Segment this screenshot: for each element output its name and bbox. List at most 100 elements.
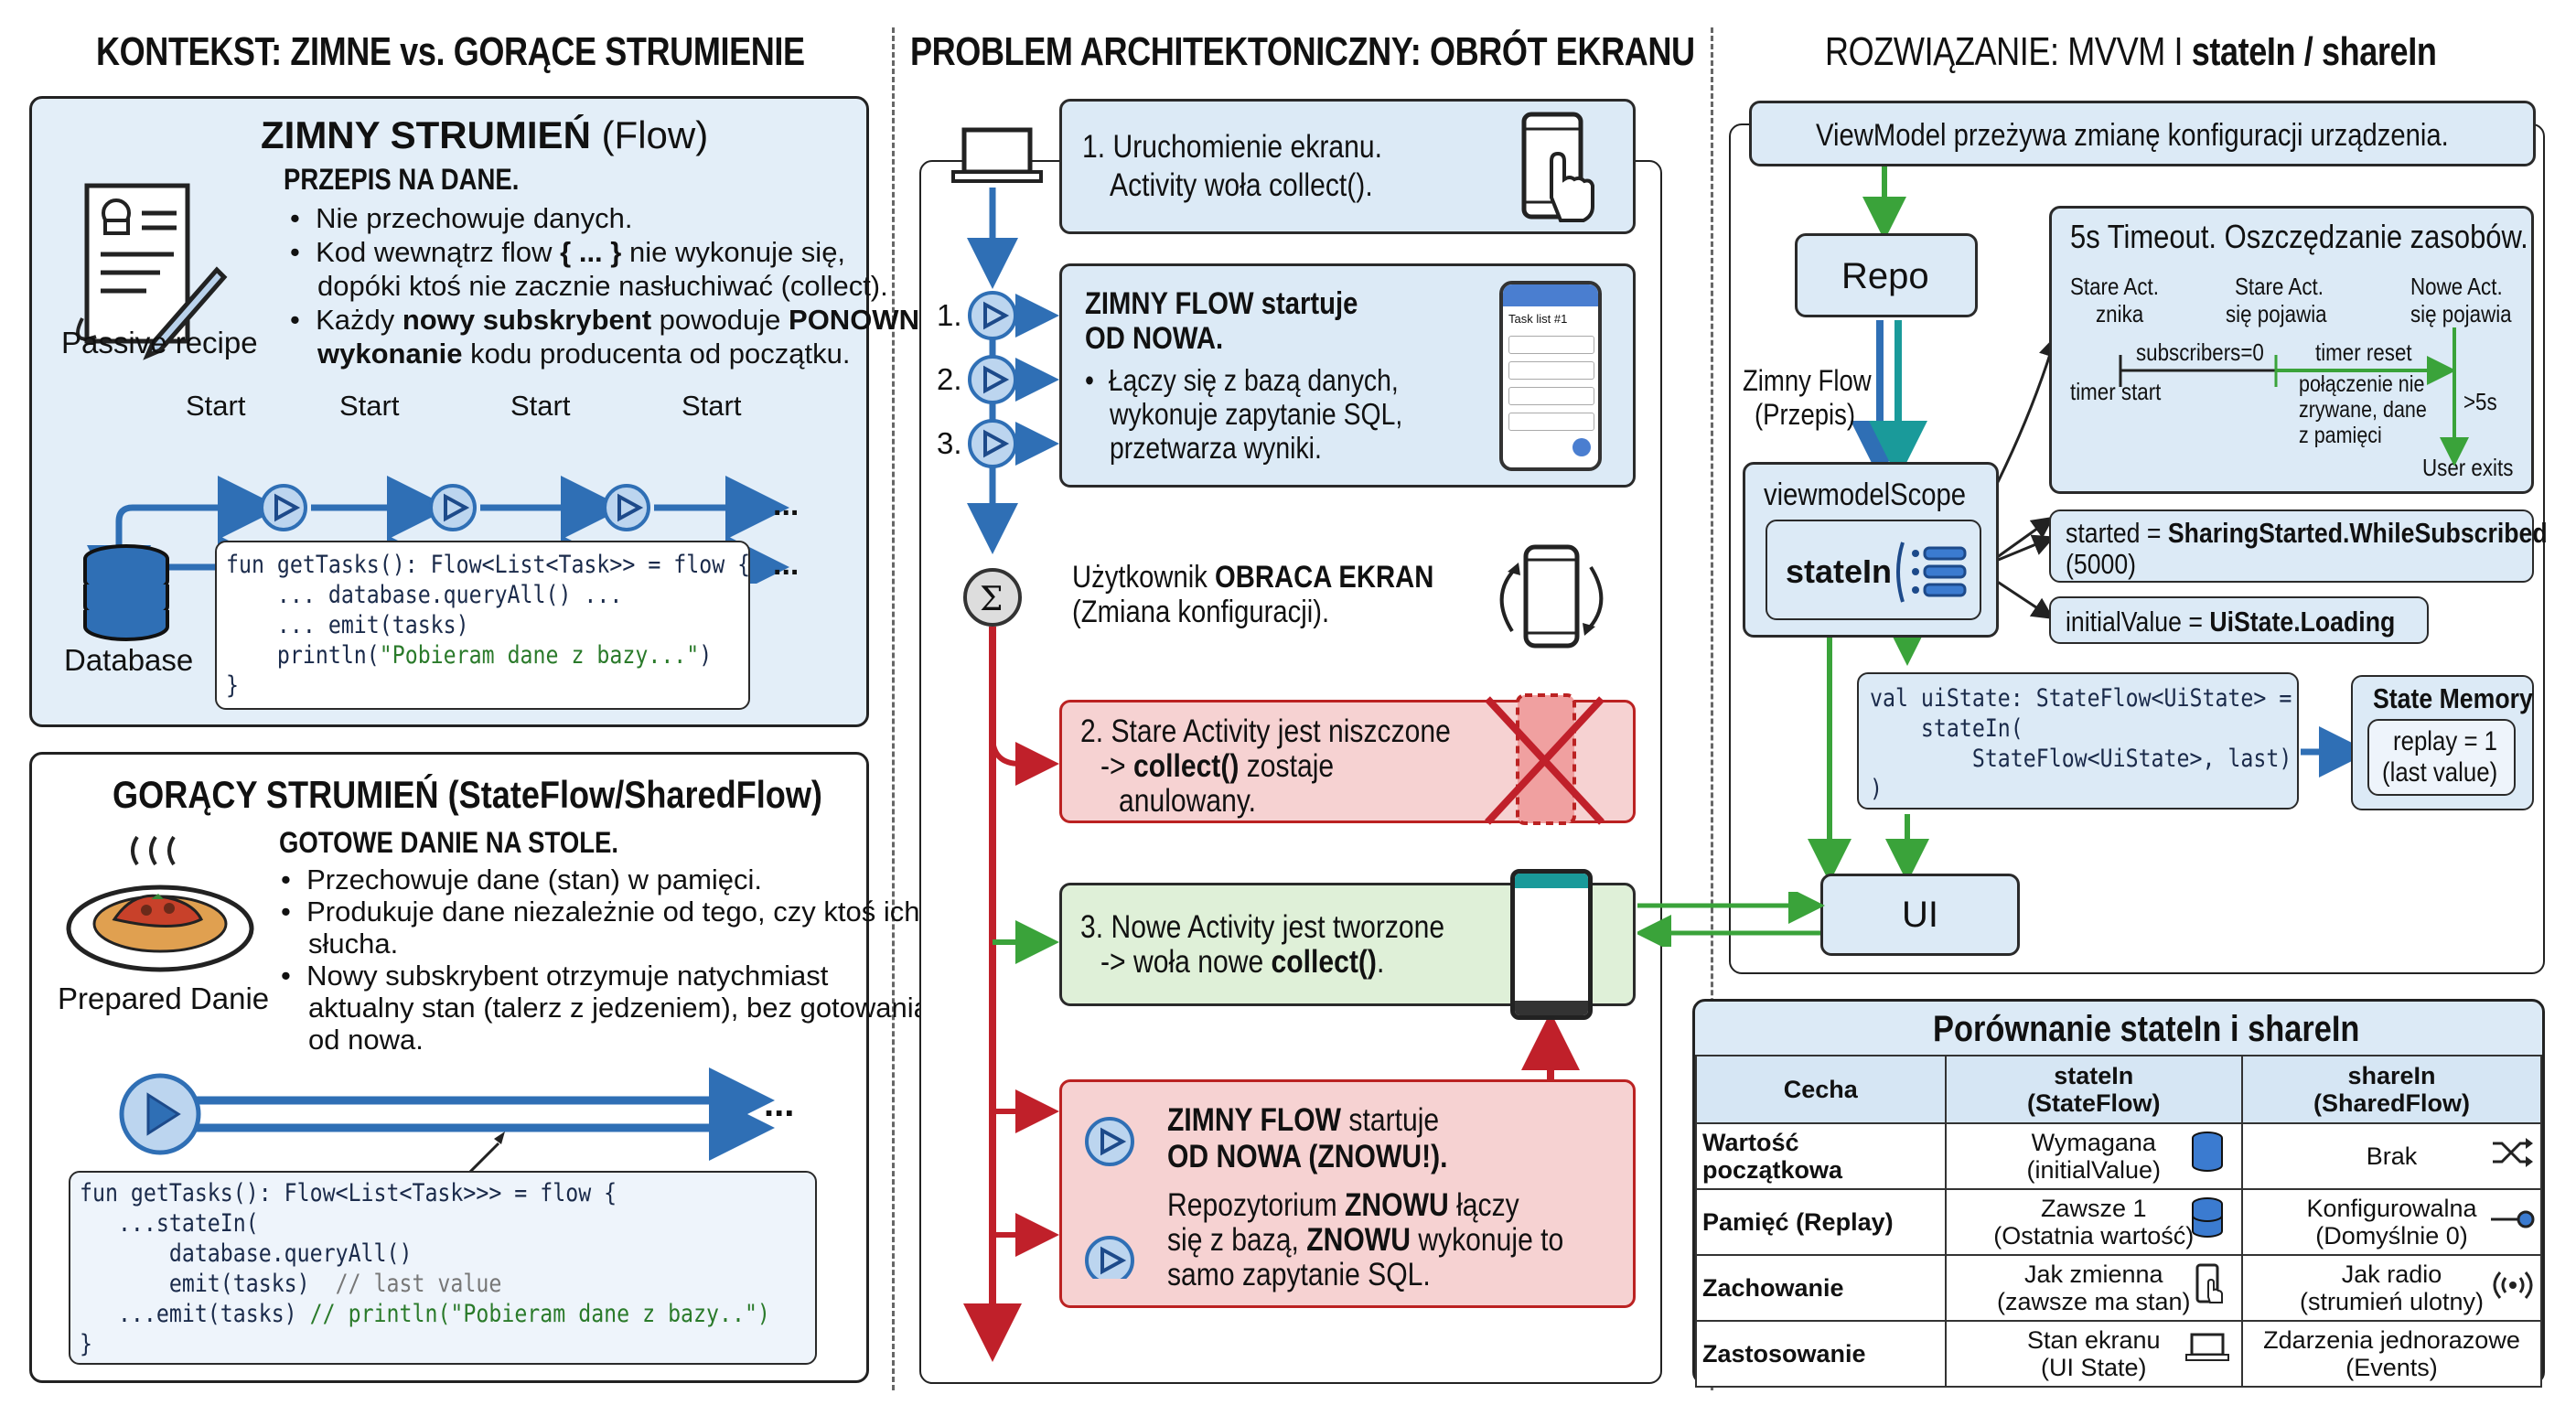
- key-icon: [2491, 1210, 2535, 1228]
- column-divider-2: [1711, 27, 1713, 1390]
- hot-bullet-2: • Produkuje dane niezależnie od tego, cz…: [281, 896, 920, 928]
- database-small-icon: [2192, 1132, 2223, 1172]
- table-row: Zachowanie Jak zmienna(zawsze ma stan) J…: [1695, 1254, 2542, 1322]
- step-3-line-1: 3. Nowe Activity jest tworzone: [1080, 909, 1445, 945]
- recipe-icon: [76, 183, 228, 360]
- hot-code-line-1: fun getTasks(): Flow<List<Task>>> = flow…: [80, 1179, 617, 1207]
- step-3-line-2: -> woła nowe collect().: [1100, 944, 1385, 980]
- start-label-2: Start: [339, 390, 400, 422]
- step-2-line-3: anulowany.: [1119, 783, 1257, 819]
- table-row: Zastosowanie Stan ekranu(UI State) Zdarz…: [1695, 1320, 2542, 1388]
- phone-touch-icon: [1521, 112, 1594, 222]
- table-row: Wartość początkowa Wymagana(initialValue…: [1695, 1122, 2542, 1190]
- cold-flow-box: ZIMNY FLOW startuje OD NOWA. • Łączy się…: [1059, 263, 1636, 488]
- timeout-box: 5s Timeout. Oszczędzanie zasobów. Stare …: [2049, 206, 2534, 494]
- middle-column-title: PROBLEM ARCHITEKTONICZNY: OBRÓT EKRANU: [910, 29, 1695, 74]
- shuffle-icon: [2493, 1138, 2533, 1167]
- step-3-new-activity-box: 3. Nowe Activity jest tworzone -> woła n…: [1059, 869, 1636, 1020]
- cold-flow-bullet-2: wykonuje zapytanie SQL,: [1110, 397, 1403, 431]
- timer-start-label: timer start: [2070, 378, 2162, 405]
- cold-flow-title-2: OD NOWA.: [1085, 321, 1224, 356]
- started-line-1: started = SharingStarted.WhileSubscribed: [2066, 517, 2548, 549]
- start-label-3: Start: [510, 390, 571, 422]
- old-act-label-4: się pojawia: [2226, 300, 2327, 327]
- statein-label: stateIn: [1786, 552, 1893, 590]
- cold-code-line-3: ... emit(tasks): [226, 611, 469, 639]
- again-line-2: OD NOWA (ZNOWU!).: [1167, 1139, 1448, 1174]
- hot-code-line-3: database.queryAll(): [80, 1239, 413, 1268]
- cold-flow-bullet-1: • Łączy się z bazą danych,: [1085, 363, 1399, 397]
- again-line-5: samo zapytanie SQL.: [1167, 1257, 1431, 1292]
- cold-code-line-4: println("Pobieram dane z bazy..."): [226, 641, 713, 670]
- hot-code-line-5: ...emit(tasks) // println("Pobieram dane…: [80, 1300, 770, 1328]
- ui-label: UI: [1902, 895, 1938, 935]
- ui-state-code-line-4: ): [1870, 775, 1883, 803]
- cold-flow-bullet-3: przetwarza wyniki.: [1110, 431, 1322, 465]
- hot-code-box: fun getTasks(): Flow<List<Task>>> = flow…: [69, 1171, 817, 1365]
- hot-bullet-3c: od nowa.: [308, 1024, 424, 1056]
- hot-ellipsis: ...: [764, 1084, 795, 1124]
- step-1-line-1: 1. Uruchomienie ekranu.: [1082, 129, 1382, 165]
- cold-bullet-2: • Kod wewnątrz flow { ... } nie wykonuje…: [290, 236, 846, 268]
- cold-flow-label-1: Zimny Flow: [1743, 364, 1872, 397]
- comparison-panel: Porównanie stateIn i shareIn Cecha state…: [1692, 999, 2545, 1388]
- cold-flow-again-box: ZIMNY FLOW startuje OD NOWA (ZNOWU!). Re…: [1059, 1079, 1636, 1308]
- cold-stream-title: ZIMNY STRUMIEŃ (Flow): [261, 113, 709, 156]
- hot-bullet-3b: aktualny stan (talerz z jedzeniem), bez …: [308, 992, 929, 1024]
- statein-box: stateIn: [1766, 520, 1981, 620]
- step-2-line-2: -> collect() zostaje: [1100, 748, 1335, 784]
- cold-code-line-2: ... database.queryAll() ...: [226, 581, 623, 609]
- header-feature: Cecha: [1695, 1055, 1947, 1124]
- ellipsis-1: ...: [773, 488, 800, 522]
- replay-box: replay = 1 (last value): [2367, 719, 2516, 796]
- comparison-header-row: Cecha stateIn(StateFlow) shareIn(SharedF…: [1695, 1055, 2542, 1124]
- replay-line-2: (last value): [2382, 757, 2498, 788]
- hot-subtitle: GOTOWE DANIE NA STOLE.: [279, 826, 619, 859]
- laptop-small-icon: [2185, 1333, 2229, 1361]
- table-row: Pamięć (Replay) Zawsze 1(Ostatnia wartoś…: [1695, 1188, 2542, 1256]
- database-small-icon: [2192, 1197, 2223, 1238]
- old-act-label-3: Stare Act.: [2235, 273, 2324, 300]
- recipe-label: Passive recipe: [61, 326, 258, 359]
- cold-code-box: fun getTasks(): Flow<List<Task>> = flow …: [215, 541, 750, 710]
- viewmodel-banner-text: ViewModel przeżywa zmianę konfiguracji u…: [1816, 118, 2449, 153]
- database-icon: [83, 544, 169, 641]
- hot-code-line-6: }: [80, 1330, 92, 1358]
- right-column-title: ROZWIĄZANIE: MVVM I stateIn / shareIn: [1825, 29, 2437, 74]
- header-statein: stateIn(StateFlow): [1944, 1055, 2244, 1124]
- row-feature: Zachowanie: [1695, 1254, 1947, 1322]
- repo-label: Repo: [1841, 256, 1929, 296]
- hot-code-line-2: ...stateIn(: [80, 1209, 259, 1238]
- row-statein: Stan ekranu(UI State): [1944, 1320, 2244, 1388]
- row-sharein: Brak: [2241, 1122, 2542, 1190]
- database-label: Database: [64, 643, 194, 677]
- repo-box: Repo: [1795, 233, 1978, 317]
- laptop-icon: [951, 127, 1043, 183]
- left-column-title: KONTEKST: ZIMNE vs. GORĄCE STRUMIENIE: [96, 29, 805, 74]
- rotate-screen-line-1: Użytkownik OBRACA EKRAN: [1072, 560, 1434, 595]
- row-statein: Zawsze 1(Ostatnia wartość): [1944, 1188, 2244, 1256]
- rotate-phone-icon: [1499, 544, 1604, 649]
- cold-bullet-3b: wykonanie kodu producenta od początku.: [317, 338, 851, 370]
- step-number-2: 2.: [937, 362, 962, 396]
- svg-text:Σ: Σ: [980, 581, 1003, 618]
- cold-subtitle: PRZEPIS NA DANE.: [284, 163, 520, 196]
- cold-bullet-2b: dopóki ktoś nie zacznie nasłuchiwać (col…: [317, 270, 888, 302]
- old-act-label-1: Stare Act.: [2070, 273, 2159, 300]
- new-act-label-1: Nowe Act.: [2410, 273, 2503, 300]
- phone-touch-small-icon: [2195, 1263, 2223, 1303]
- comparison-table: Cecha stateIn(StateFlow) shareIn(SharedF…: [1695, 1055, 2542, 1388]
- column-divider-1: [892, 27, 895, 1390]
- viewmodel-banner: ViewModel przeżywa zmianę konfiguracji u…: [1749, 101, 2536, 166]
- cold-flow-title-1: ZIMNY FLOW startuje: [1085, 286, 1358, 321]
- step-1-line-2: Activity woła collect().: [1110, 167, 1373, 203]
- timeout-timeline: [2119, 327, 2469, 467]
- step-number-3: 3.: [937, 426, 962, 460]
- solution-flow-arrows: [1808, 166, 2370, 883]
- connection-label-2: zrywane, dane: [2299, 397, 2427, 423]
- again-play-icons: [1085, 1117, 1134, 1279]
- rotate-screen-line-2: (Zmiana konfiguracji).: [1072, 595, 1330, 629]
- dish-label: Prepared Danie: [58, 981, 270, 1015]
- started-config-box: started = SharingStarted.WhileSubscribed…: [2049, 509, 2548, 583]
- ui-phone-arrows: [1637, 892, 1825, 947]
